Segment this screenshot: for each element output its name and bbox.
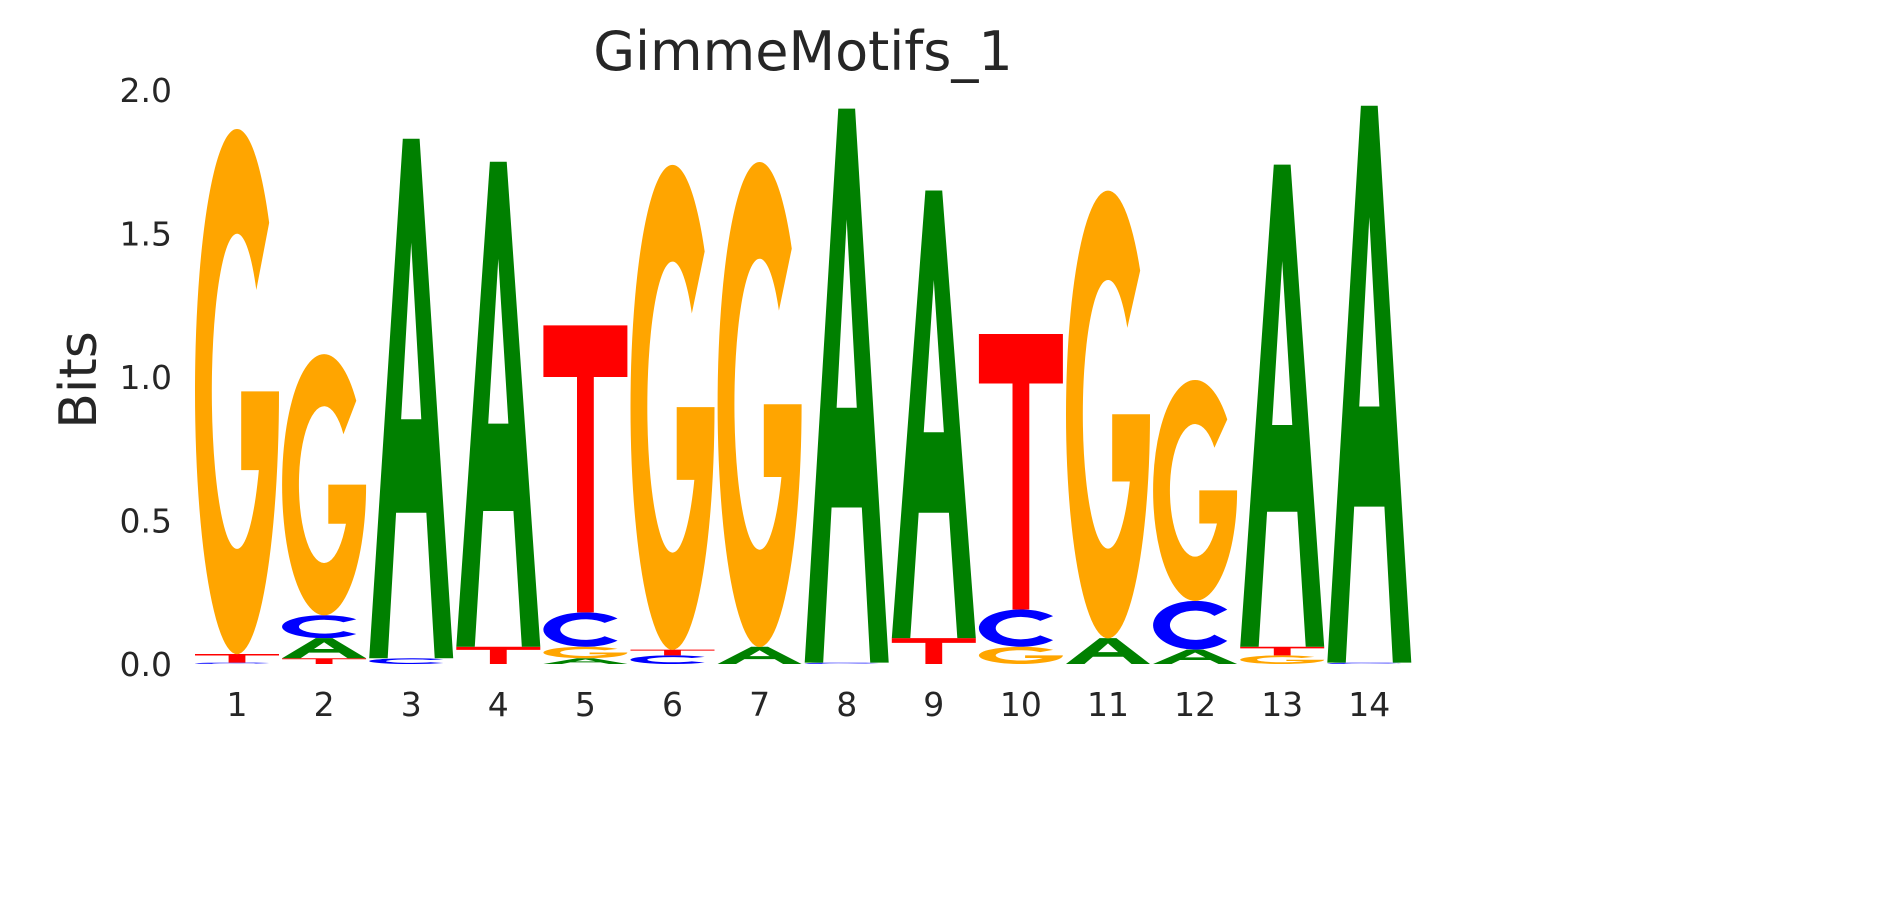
logo-letter-G <box>1066 190 1150 639</box>
x-tick-label: 10 <box>1000 685 1042 724</box>
logo-letter-A <box>282 638 367 659</box>
logo-stack <box>543 325 628 664</box>
y-tick-label: 0.0 <box>120 645 172 684</box>
logo-letter-C <box>282 615 357 639</box>
logo-letter-A <box>1240 164 1325 647</box>
logo-stack <box>1240 164 1325 665</box>
logo-stack <box>630 164 715 664</box>
logo-letter-G <box>195 128 280 655</box>
x-tick-label: 14 <box>1348 685 1390 724</box>
x-tick-label: 11 <box>1087 685 1129 724</box>
logo-letter-G <box>1153 379 1238 601</box>
y-tick-label: 1.0 <box>120 358 172 397</box>
logo-stacks <box>194 105 1412 665</box>
y-axis-ticks: 0.0 0.5 1.0 1.5 2.0 <box>120 71 172 684</box>
x-tick-label: 1 <box>227 685 248 724</box>
chart-title: GimmeMotifs_1 <box>593 20 1013 83</box>
logo-letter-C <box>543 612 618 647</box>
logo-letter-A <box>1153 649 1238 664</box>
logo-letter-C <box>978 609 1054 647</box>
logo-letter-G <box>978 646 1063 665</box>
logo-letter-C <box>804 662 879 664</box>
y-tick-label: 2.0 <box>120 71 172 110</box>
logo-letter-T <box>195 653 279 663</box>
x-tick-label: 4 <box>488 685 509 724</box>
logo-letter-C <box>630 655 705 664</box>
x-tick-label: 2 <box>314 685 335 724</box>
y-axis-label: Bits <box>49 331 109 429</box>
logo-stack <box>194 128 280 664</box>
logo-stack <box>282 354 367 664</box>
y-tick-label: 0.5 <box>120 502 172 541</box>
logo-letter-A <box>456 161 541 647</box>
logo-letter-A <box>369 138 454 659</box>
logo-letter-G <box>717 161 802 647</box>
x-tick-label: 5 <box>575 685 596 724</box>
x-tick-label: 12 <box>1174 685 1216 724</box>
logo-stack <box>1153 379 1238 664</box>
logo-letter-C <box>369 658 444 664</box>
logo-letter-C <box>1327 662 1402 664</box>
logo-letter-G <box>282 354 367 616</box>
logo-stack <box>456 161 541 665</box>
y-tick-label: 1.5 <box>120 215 172 254</box>
logo-letter-A <box>543 658 628 664</box>
logo-letter-A <box>1327 105 1412 663</box>
logo-letter-T <box>891 638 976 664</box>
logo-stack <box>804 108 889 664</box>
logo-letter-A <box>717 646 802 665</box>
logo-letter-G <box>630 164 715 650</box>
logo-letter-T <box>1240 646 1325 656</box>
logo-letter-C <box>1153 600 1228 650</box>
logo-stack <box>978 333 1063 665</box>
logo-letter-T <box>978 333 1063 610</box>
logo-letter-T <box>282 658 367 664</box>
logo-letter-G <box>1240 655 1325 665</box>
logo-letter-T <box>543 325 628 613</box>
logo-letter-A <box>1066 638 1150 664</box>
logo-letter-T <box>456 646 541 665</box>
x-tick-label: 9 <box>923 685 944 724</box>
x-tick-label: 6 <box>662 685 683 724</box>
x-tick-label: 3 <box>401 685 422 724</box>
x-tick-label: 8 <box>836 685 857 724</box>
logo-stack <box>717 161 802 665</box>
x-tick-label: 7 <box>749 685 770 724</box>
logo-letter-C <box>194 662 270 664</box>
logo-letter-A <box>804 108 889 663</box>
logo-letter-A <box>891 190 976 639</box>
logo-stack <box>1327 105 1412 664</box>
logo-letter-T <box>630 649 715 656</box>
logo-stack <box>1066 190 1150 664</box>
logo-letter-G <box>543 646 628 659</box>
logo-stack <box>369 138 454 664</box>
logo-stack <box>891 190 976 664</box>
x-tick-label: 13 <box>1261 685 1303 724</box>
